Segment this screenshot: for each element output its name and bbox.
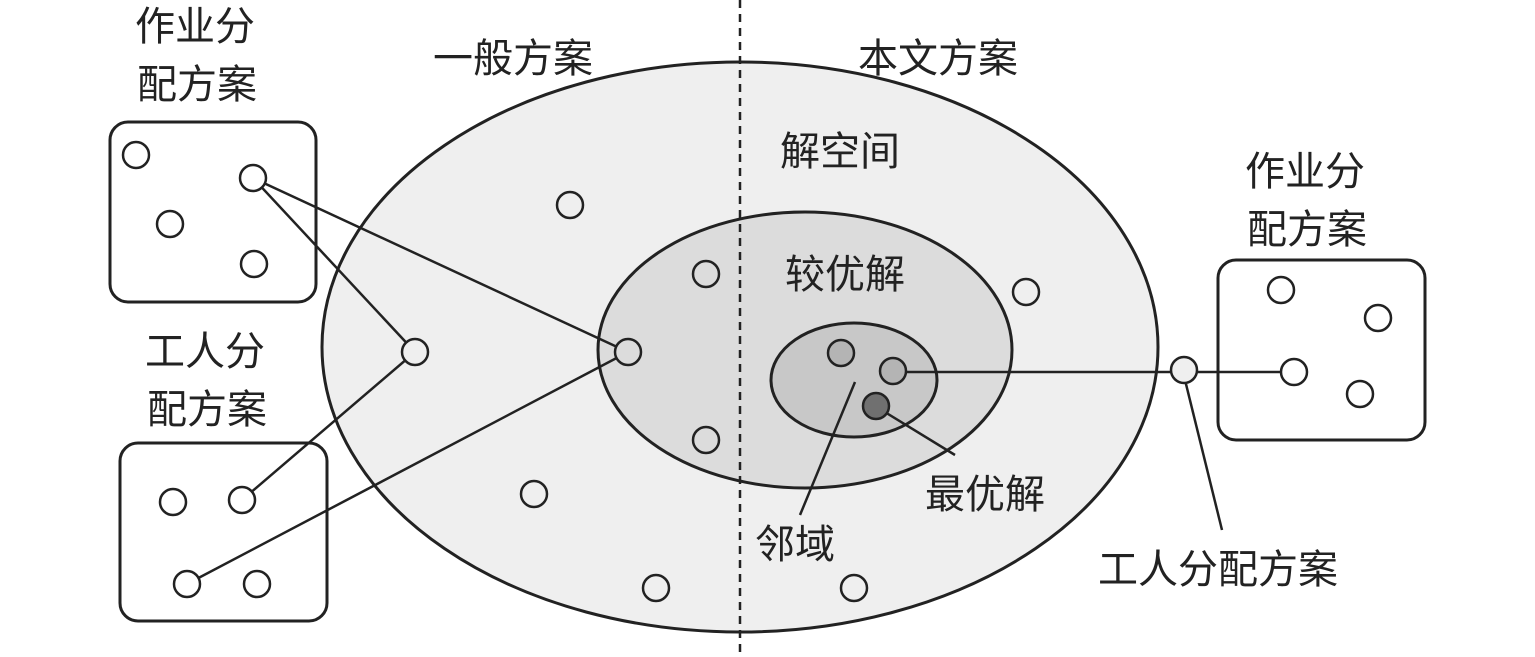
solution-point xyxy=(1266,275,1296,305)
solution-point xyxy=(121,140,151,170)
worker-assignment-label-left: 工人分 xyxy=(145,329,265,375)
optimal-pointer-line xyxy=(874,404,956,457)
solution-space-label: 解空间 xyxy=(780,129,900,175)
worker-assignment-pointer-line xyxy=(1183,379,1224,531)
connector-line xyxy=(252,177,416,353)
neighborhood-label: 邻域 xyxy=(755,522,835,568)
solution-point xyxy=(555,190,585,220)
job-assignment-box-right xyxy=(1216,258,1427,442)
connector-line xyxy=(186,350,629,586)
solution-point xyxy=(155,209,185,239)
worker-assignment-label-right: 工人分配方案 xyxy=(1098,547,1338,593)
neighborhood-point xyxy=(878,356,908,386)
solution-point xyxy=(641,573,671,603)
solution-point xyxy=(172,569,202,599)
solution-point xyxy=(1363,303,1393,333)
solution-point xyxy=(613,337,643,367)
solution-point xyxy=(158,487,188,517)
solution-point xyxy=(242,569,272,599)
optimal-solution-label: 最优解 xyxy=(925,472,1045,518)
solution-point xyxy=(691,259,721,289)
solution-point xyxy=(839,573,869,603)
job-assignment-label-left: 配方案 xyxy=(137,62,257,108)
neighborhood-pointer-line xyxy=(798,381,857,516)
connector-line xyxy=(241,351,416,501)
job-assignment-label-right: 配方案 xyxy=(1247,207,1367,253)
proposed-scheme-label: 本文方案 xyxy=(858,36,1018,82)
solution-point xyxy=(1169,355,1199,385)
connector-line xyxy=(252,176,629,354)
general-scheme-label: 一般方案 xyxy=(433,36,593,82)
solution-point xyxy=(238,163,268,193)
solution-point xyxy=(691,425,721,455)
worker-assignment-box-left xyxy=(118,441,329,623)
better-solution-label: 较优解 xyxy=(785,252,905,298)
solution-point xyxy=(1011,277,1041,307)
worker-assignment-label-left: 配方案 xyxy=(147,387,267,433)
solution-point xyxy=(239,249,269,279)
solution-point xyxy=(400,337,430,367)
solution-point xyxy=(1345,379,1375,409)
neighborhood-ellipse xyxy=(769,321,939,439)
optimal-point xyxy=(861,391,891,421)
solution-point xyxy=(519,479,549,509)
job-assignment-label-right: 作业分 xyxy=(1245,149,1365,195)
neighborhood-point xyxy=(826,338,856,368)
solution-point xyxy=(1279,357,1309,387)
job-assignment-label-left: 作业分 xyxy=(135,4,255,50)
solution-point xyxy=(227,485,257,515)
